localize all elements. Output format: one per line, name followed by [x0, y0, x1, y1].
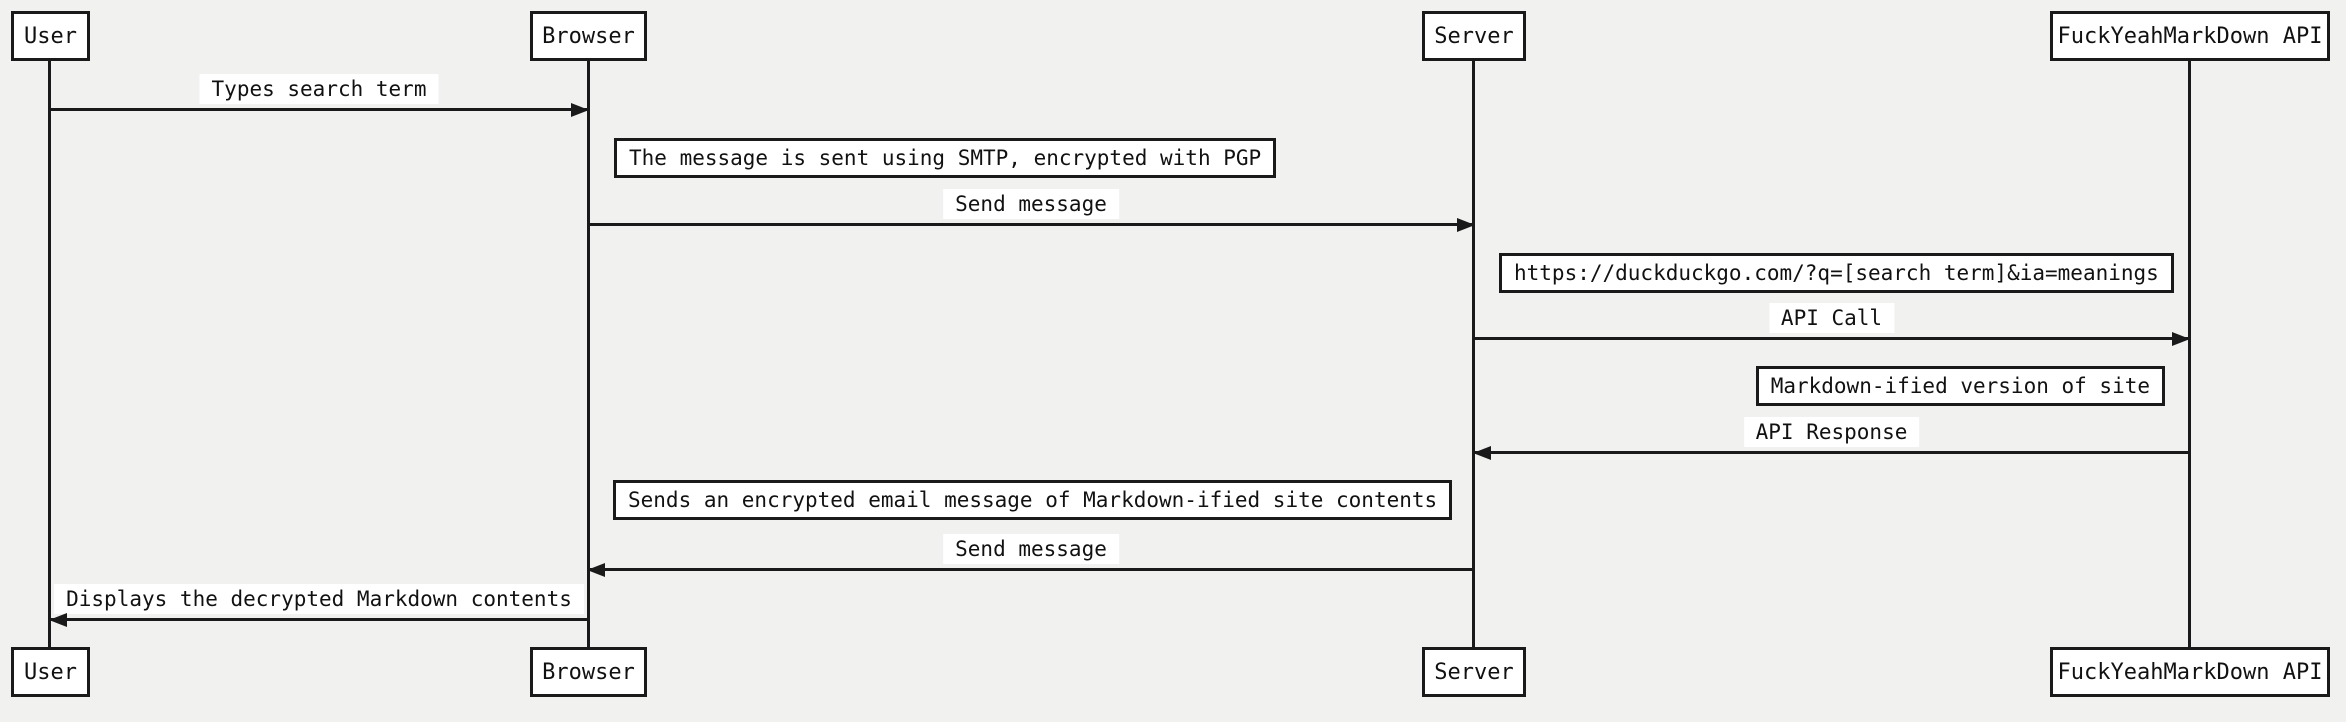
actor-box-server-bottom: Server	[1422, 647, 1526, 697]
lifeline-api	[2188, 59, 2191, 649]
message-label: Send message	[943, 534, 1119, 564]
message-label: API Response	[1743, 417, 1920, 447]
actor-box-user-bottom: User	[11, 647, 90, 697]
message-label: API Call	[1768, 303, 1895, 333]
note-markdownified-site: Markdown-ified version of site	[1755, 366, 2165, 406]
arrowhead-left-icon	[587, 562, 605, 577]
lifeline-browser	[587, 59, 590, 649]
message-arrow-send-message-2: Send message	[587, 534, 1474, 577]
message-arrow-api-call: API Call	[1474, 303, 2190, 346]
arrowhead-right-icon	[571, 102, 589, 117]
note-duckduckgo-url: https://duckduckgo.com/?q=[search term]&…	[1499, 253, 2174, 293]
actor-box-api-bottom: FuckYeahMarkDown API	[2050, 647, 2330, 697]
note-smtp-pgp: The message is sent using SMTP, encrypte…	[614, 138, 1277, 178]
note-encrypted-email: Sends an encrypted email message of Mark…	[613, 480, 1453, 520]
message-label: Displays the decrypted Markdown contents	[54, 584, 584, 614]
lifeline-server	[1472, 59, 1475, 649]
arrowhead-right-icon	[1457, 217, 1475, 232]
arrowhead-left-icon	[49, 612, 67, 627]
lifeline-user	[48, 59, 51, 649]
message-arrow-types-search-term: Types search term	[50, 74, 589, 117]
message-arrow-send-message-1: Send message	[588, 189, 1475, 232]
arrowhead-left-icon	[1473, 445, 1491, 460]
actor-box-browser-top: Browser	[530, 11, 647, 61]
actor-box-api-top: FuckYeahMarkDown API	[2050, 11, 2330, 61]
message-label: Send message	[943, 189, 1119, 219]
actor-box-user-top: User	[11, 11, 90, 61]
arrowhead-right-icon	[2172, 331, 2190, 346]
message-arrow-api-response: API Response	[1473, 417, 2189, 460]
actor-box-server-top: Server	[1422, 11, 1526, 61]
message-arrow-displays-contents: Displays the decrypted Markdown contents	[49, 584, 588, 627]
message-label: Types search term	[199, 74, 439, 104]
actor-box-browser-bottom: Browser	[530, 647, 647, 697]
